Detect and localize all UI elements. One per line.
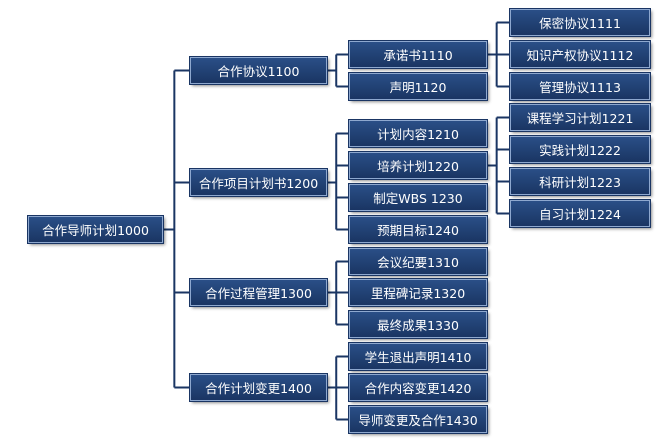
node-1300[interactable]: 合作过程管理1300: [189, 278, 328, 307]
node-1111[interactable]: 保密协议1111: [509, 8, 651, 37]
node-1224[interactable]: 自习计划1224: [509, 199, 651, 228]
node-1112[interactable]: 知识产权协议1112: [509, 40, 651, 69]
connector-n1400: [327, 355, 349, 421]
node-1110[interactable]: 承诺书1110: [348, 40, 488, 69]
connector-n1000: [163, 69, 190, 389]
node-1430[interactable]: 导师变更及合作1430: [348, 405, 488, 434]
connector-n1200: [327, 132, 349, 231]
node-1120[interactable]: 声明1120: [348, 72, 488, 101]
node-1223[interactable]: 科研计划1223: [509, 167, 651, 196]
node-1310[interactable]: 会议纪要1310: [348, 247, 488, 276]
node-1410[interactable]: 学生退出声明1410: [348, 342, 488, 371]
root-node[interactable]: 合作导师计划1000: [27, 215, 164, 244]
node-1113[interactable]: 管理协议1113: [509, 72, 651, 101]
node-1230[interactable]: 制定WBS 1230: [348, 183, 488, 212]
connector-n1220: [487, 116, 510, 215]
node-1222[interactable]: 实践计划1222: [509, 135, 651, 164]
node-1420[interactable]: 合作内容变更1420: [348, 373, 488, 402]
node-1200[interactable]: 合作项目计划书1200: [189, 168, 328, 197]
node-1320[interactable]: 里程碑记录1320: [348, 278, 488, 307]
node-1240[interactable]: 预期目标1240: [348, 215, 488, 244]
connector-n1300: [327, 260, 349, 326]
connector-n1110: [487, 21, 510, 88]
node-1400[interactable]: 合作计划变更1400: [189, 373, 328, 402]
node-1220[interactable]: 培养计划1220: [348, 151, 488, 180]
node-1330[interactable]: 最终成果1330: [348, 310, 488, 339]
node-1221[interactable]: 课程学习计划1221: [509, 103, 651, 132]
node-1100[interactable]: 合作协议1100: [189, 56, 328, 85]
connector-n1100: [327, 53, 349, 88]
cropped-title: [260, 0, 480, 2]
node-1210[interactable]: 计划内容1210: [348, 119, 488, 148]
